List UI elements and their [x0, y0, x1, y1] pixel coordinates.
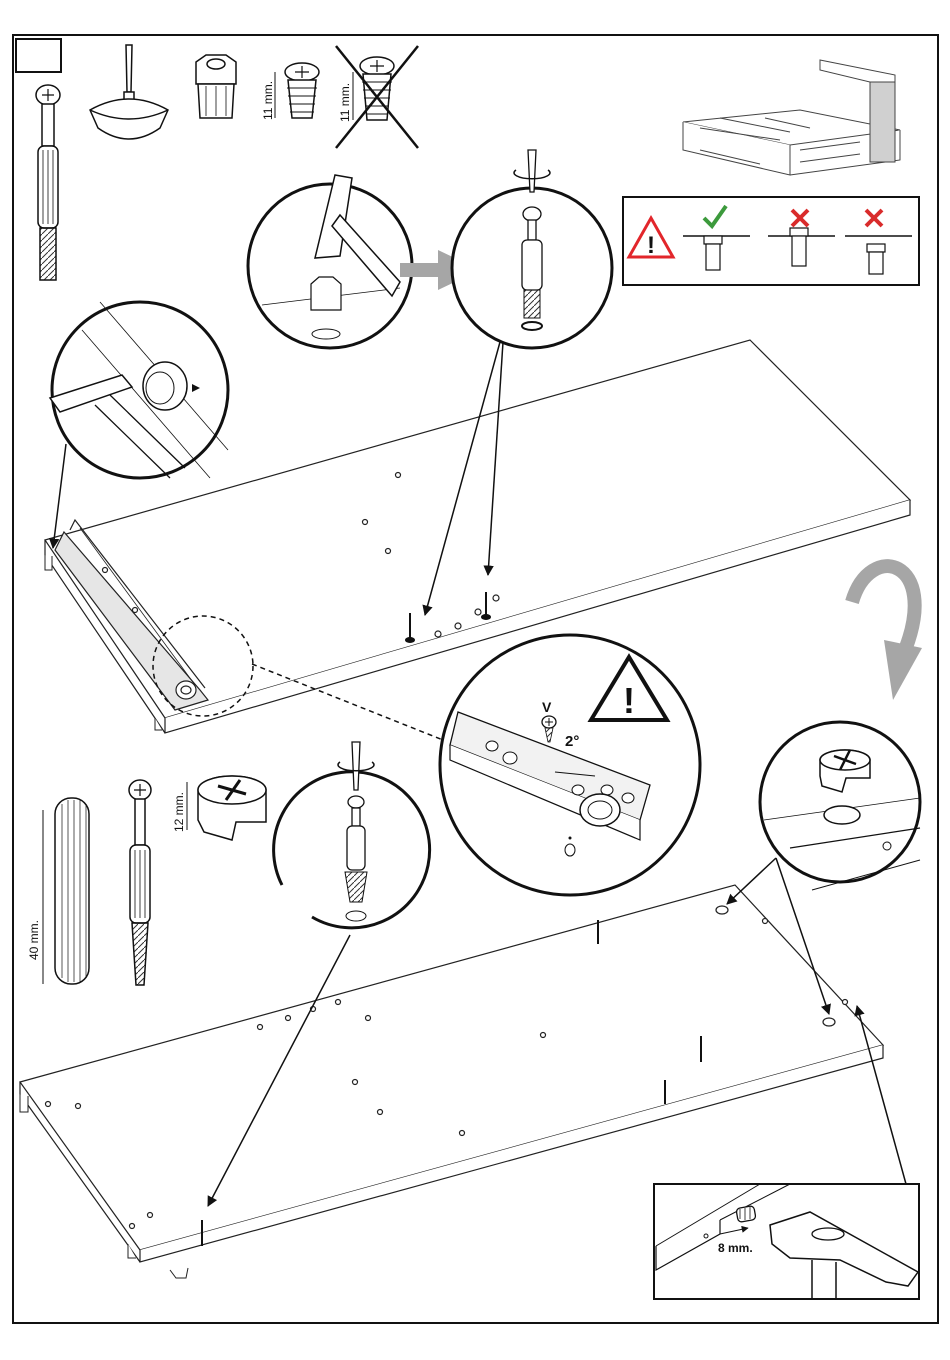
svg-text:!: ! — [623, 680, 635, 721]
cam-bolt-long-icon — [129, 780, 151, 985]
bed-thumbnail — [683, 60, 900, 175]
cam-lock-icon — [198, 776, 266, 840]
detail-runner-screw: ! — [440, 635, 700, 895]
hex-insert-icon — [196, 55, 236, 118]
screw-v-label: V — [542, 699, 552, 715]
insert-flush-icon — [704, 236, 722, 270]
insert-raised-icon — [790, 228, 808, 266]
cam-height-label: 12 mm. — [172, 792, 186, 832]
detail-bolt-screw — [452, 150, 612, 348]
press-tool-icon — [90, 45, 168, 139]
leader-arrow — [727, 858, 776, 904]
detail-dowel-screw — [274, 742, 430, 928]
warning-panel: ! — [623, 197, 919, 285]
leader-arrow — [857, 1006, 906, 1184]
dowel-icon — [55, 798, 89, 984]
detail-cam-lock — [760, 722, 920, 890]
cam-bolt-icon — [36, 85, 60, 280]
screw-length-label: 11 mm. — [261, 81, 275, 120]
dowel-length-label: 40 mm. — [27, 920, 41, 960]
flip-arrow-icon — [852, 566, 922, 700]
detail-chisel-hole — [50, 302, 228, 478]
svg-text:!: ! — [647, 232, 655, 259]
insert-screw-icon — [285, 63, 319, 118]
angle-label: 2° — [565, 733, 579, 750]
insert-deep-icon — [867, 244, 885, 274]
crossed-screw-length-label: 11 mm. — [338, 83, 352, 122]
step-number-box — [16, 39, 61, 72]
detail-hammer-insert — [248, 175, 412, 348]
depth-label: 8 mm. — [718, 1241, 753, 1255]
detail-dowel-hammer — [654, 1184, 919, 1299]
